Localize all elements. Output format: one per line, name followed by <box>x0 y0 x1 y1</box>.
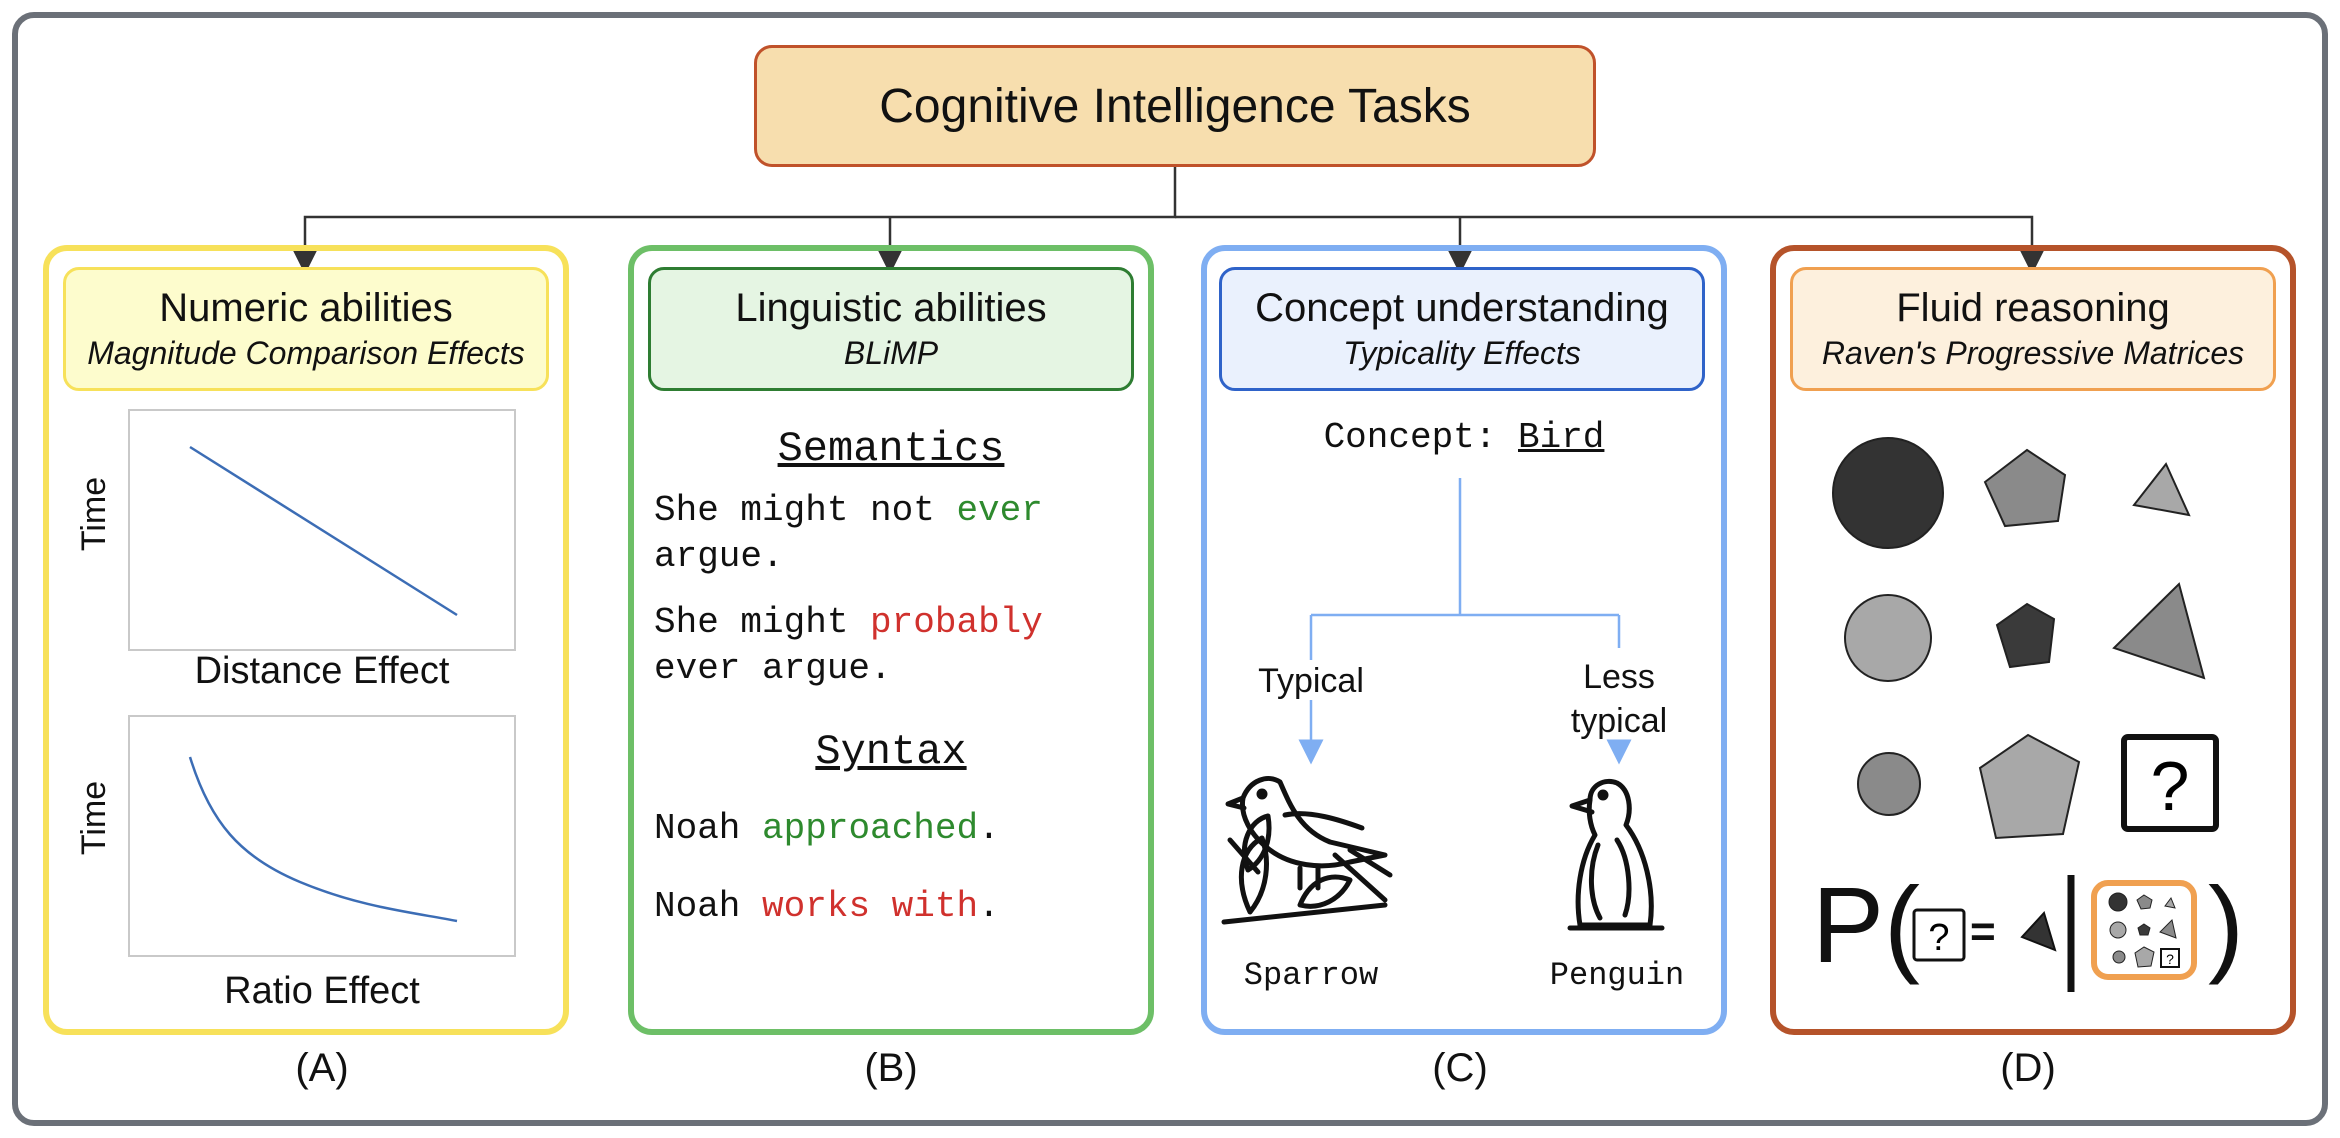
syntax-heading: Syntax <box>815 728 967 776</box>
semantics-heading: Semantics <box>777 425 1005 473</box>
sem2-suffix: ever argue. <box>654 648 892 689</box>
panel-concept <box>1201 245 1727 1035</box>
syn1-prefix: Noah <box>654 808 763 849</box>
typical-label: Typical <box>1258 662 1364 700</box>
syn1-suffix: . <box>978 808 1000 849</box>
semantics-sentence-2: She might probably ever argue. <box>654 600 1134 692</box>
panel-linguistic-header: Linguistic abilities BLiMP <box>648 267 1134 391</box>
syntax-sentence-1: Noah approached. <box>654 806 1134 852</box>
concept-prefix: Concept: <box>1323 417 1518 458</box>
panel-numeric-title: Numeric abilities <box>159 286 453 330</box>
formula-close: ) <box>2208 864 2244 985</box>
distance-effect-plot <box>128 409 516 651</box>
panel-numeric-header: Numeric abilities Magnitude Comparison E… <box>63 267 549 391</box>
sem1-word: ever <box>956 490 1043 531</box>
ratio-effect-plot <box>128 715 516 957</box>
panel-b-label: (B) <box>864 1046 918 1090</box>
concept-line: Concept: Bird <box>1201 417 1727 458</box>
panel-d-label: (D) <box>2000 1046 2056 1090</box>
panel-fluid-header: Fluid reasoning Raven's Progressive Matr… <box>1790 267 2276 391</box>
formula-question-mark: ? <box>1928 917 1949 959</box>
less-typical-line-2: typical <box>1570 702 1668 740</box>
panel-linguistic-subtitle: BLiMP <box>843 335 939 371</box>
panel-c-label: (C) <box>1432 1046 1488 1090</box>
panel-concept-header: Concept understanding Typicality Effects <box>1219 267 1705 391</box>
syntax-sentence-2: Noah works with. <box>654 884 1134 930</box>
penguin-label: Penguin <box>1549 957 1685 994</box>
distance-effect-line <box>189 445 458 617</box>
panel-fluid-subtitle: Raven's Progressive Matrices <box>1821 335 2245 371</box>
syn2-word: works with <box>762 886 979 927</box>
ratio-effect-curve <box>188 756 458 923</box>
panel-numeric <box>43 245 569 1035</box>
panel-linguistic <box>628 245 1154 1035</box>
concept-word: Bird <box>1518 417 1605 458</box>
formula-p: P( <box>1812 864 1920 985</box>
main-title-box: Cognitive Intelligence Tasks <box>754 45 1596 167</box>
distance-effect-caption: Distance Effect <box>194 650 450 692</box>
main-title: Cognitive Intelligence Tasks <box>879 79 1471 133</box>
panel-fluid-title: Fluid reasoning <box>1896 286 2170 330</box>
less-typical-label: Less typical <box>1529 655 1709 743</box>
syn2-suffix: . <box>978 886 1000 927</box>
panel-numeric-subtitle: Magnitude Comparison Effects <box>87 335 525 371</box>
panel-concept-subtitle: Typicality Effects <box>1343 335 1581 371</box>
sem1-suffix: argue. <box>654 536 784 577</box>
panel-linguistic-title: Linguistic abilities <box>735 286 1047 330</box>
ratio-effect-caption: Ratio Effect <box>224 970 420 1012</box>
panel-fluid <box>1770 245 2296 1035</box>
sparrow-label: Sparrow <box>1243 957 1379 994</box>
panel-a-label: (A) <box>295 1046 349 1090</box>
panel-concept-title: Concept understanding <box>1255 286 1669 330</box>
less-typical-line-1: Less <box>1583 658 1655 696</box>
sem1-prefix: She might not <box>654 490 957 531</box>
sem2-word: probably <box>870 602 1043 643</box>
raven-question-mark: ? <box>2151 747 2190 825</box>
outer-frame <box>12 12 2328 1126</box>
syn2-prefix: Noah <box>654 886 763 927</box>
formula-equals: = <box>1970 907 1996 956</box>
syn1-word: approached <box>762 808 979 849</box>
sem2-prefix: She might <box>654 602 871 643</box>
mini-question-mark: ? <box>2166 951 2174 967</box>
semantics-sentence-1: She might not ever argue. <box>654 488 1134 580</box>
